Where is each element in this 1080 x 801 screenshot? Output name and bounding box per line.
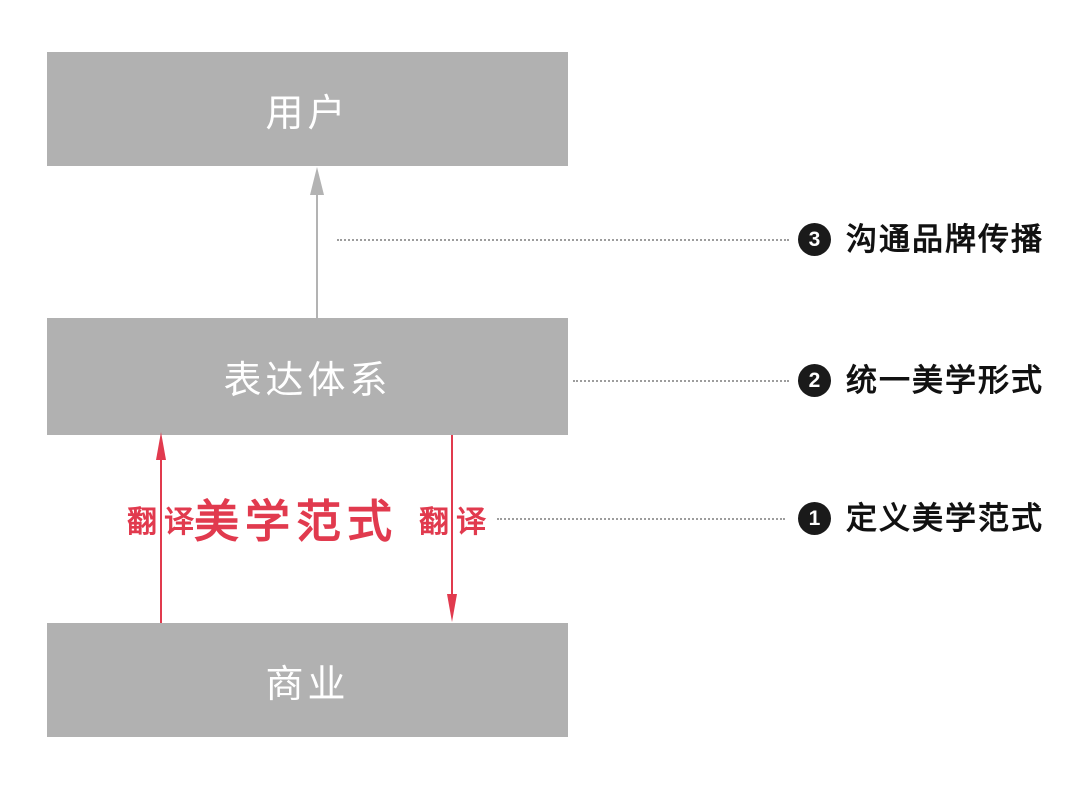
- annotation-number-badge-2: 2: [798, 364, 831, 397]
- annotation-label-2: 统一美学形式: [846, 363, 1044, 398]
- label-translate-left: 翻译: [127, 506, 201, 539]
- box-business: 商业: [47, 623, 568, 737]
- arrow-up-gray-head-icon: [310, 167, 324, 195]
- annotation-number-badge-3: 3: [798, 223, 831, 256]
- arrow-down-red-head-icon: [447, 594, 457, 622]
- box-expression-system: 表达体系: [47, 318, 568, 435]
- annotation-item-2: 2 统一美学形式: [798, 364, 1044, 397]
- dotted-connector-3: [337, 239, 789, 241]
- annotation-number-badge-1: 1: [798, 502, 831, 535]
- arrow-up-gray-line: [316, 193, 318, 318]
- dotted-connector-2: [573, 380, 789, 382]
- box-user: 用户: [47, 52, 568, 166]
- arrow-down-red-line: [451, 435, 453, 596]
- label-aesthetic-paradigm: 美学范式: [193, 496, 399, 547]
- box-expression-system-label: 表达体系: [223, 360, 392, 402]
- arrow-up-red-line: [160, 458, 162, 623]
- annotation-label-3: 沟通品牌传播: [846, 222, 1044, 257]
- box-business-label: 商业: [265, 663, 350, 706]
- annotation-label-1: 定义美学范式: [846, 501, 1044, 536]
- arrow-up-red-head-icon: [156, 432, 166, 460]
- label-translate-right: 翻译: [419, 506, 493, 539]
- box-user-label: 用户: [265, 92, 350, 135]
- dotted-connector-1: [497, 518, 785, 520]
- annotation-item-1: 1 定义美学范式: [798, 502, 1044, 535]
- annotation-item-3: 3 沟通品牌传播: [798, 223, 1044, 256]
